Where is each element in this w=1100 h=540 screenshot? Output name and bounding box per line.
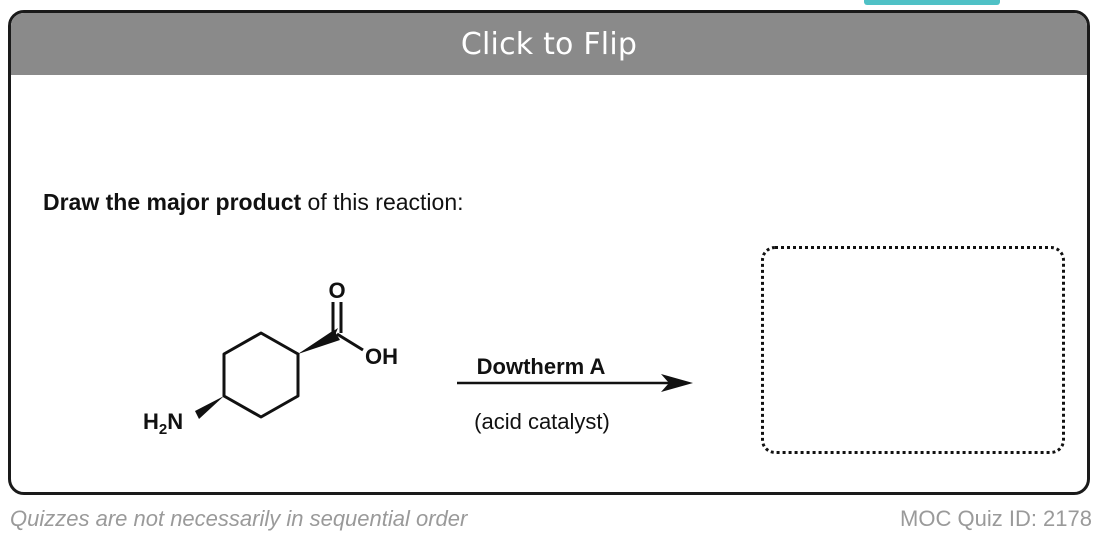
amine-h: H	[143, 409, 159, 434]
wedge-bond-carboxyl-solid	[298, 330, 340, 354]
prompt-rest: of this reaction:	[301, 189, 464, 215]
hydroxyl-bond	[336, 332, 364, 352]
oxygen-label: O	[328, 278, 345, 303]
flip-bar[interactable]: Click to Flip	[11, 13, 1087, 75]
amine-subscript: 2	[159, 421, 167, 438]
flip-label: Click to Flip	[460, 26, 638, 62]
top-accent-tab[interactable]	[864, 0, 1000, 5]
wedge-bond-amine	[195, 396, 224, 419]
hydroxyl-label: OH	[365, 344, 398, 369]
reaction-arrow-head	[661, 374, 693, 392]
amine-label: H2N	[143, 409, 183, 438]
reagent-label: Dowtherm A	[477, 354, 606, 379]
answer-drop-box[interactable]	[761, 246, 1065, 454]
prompt-bold: Draw the major product	[43, 189, 302, 215]
quiz-id: MOC Quiz ID: 2178	[900, 506, 1092, 531]
reaction-scheme: O OH H2N Dowtherm A (acid catalyst)	[143, 278, 693, 438]
question-prompt: Draw the major product of this reaction:	[43, 189, 464, 216]
condition-label: (acid catalyst)	[474, 409, 610, 434]
flashcard[interactable]: Click to Flip Draw the major product of …	[8, 10, 1090, 495]
sequence-note: Quizzes are not necessarily in sequentia…	[10, 506, 468, 531]
amine-n: N	[167, 409, 183, 434]
cyclohexane-ring	[222, 331, 300, 419]
